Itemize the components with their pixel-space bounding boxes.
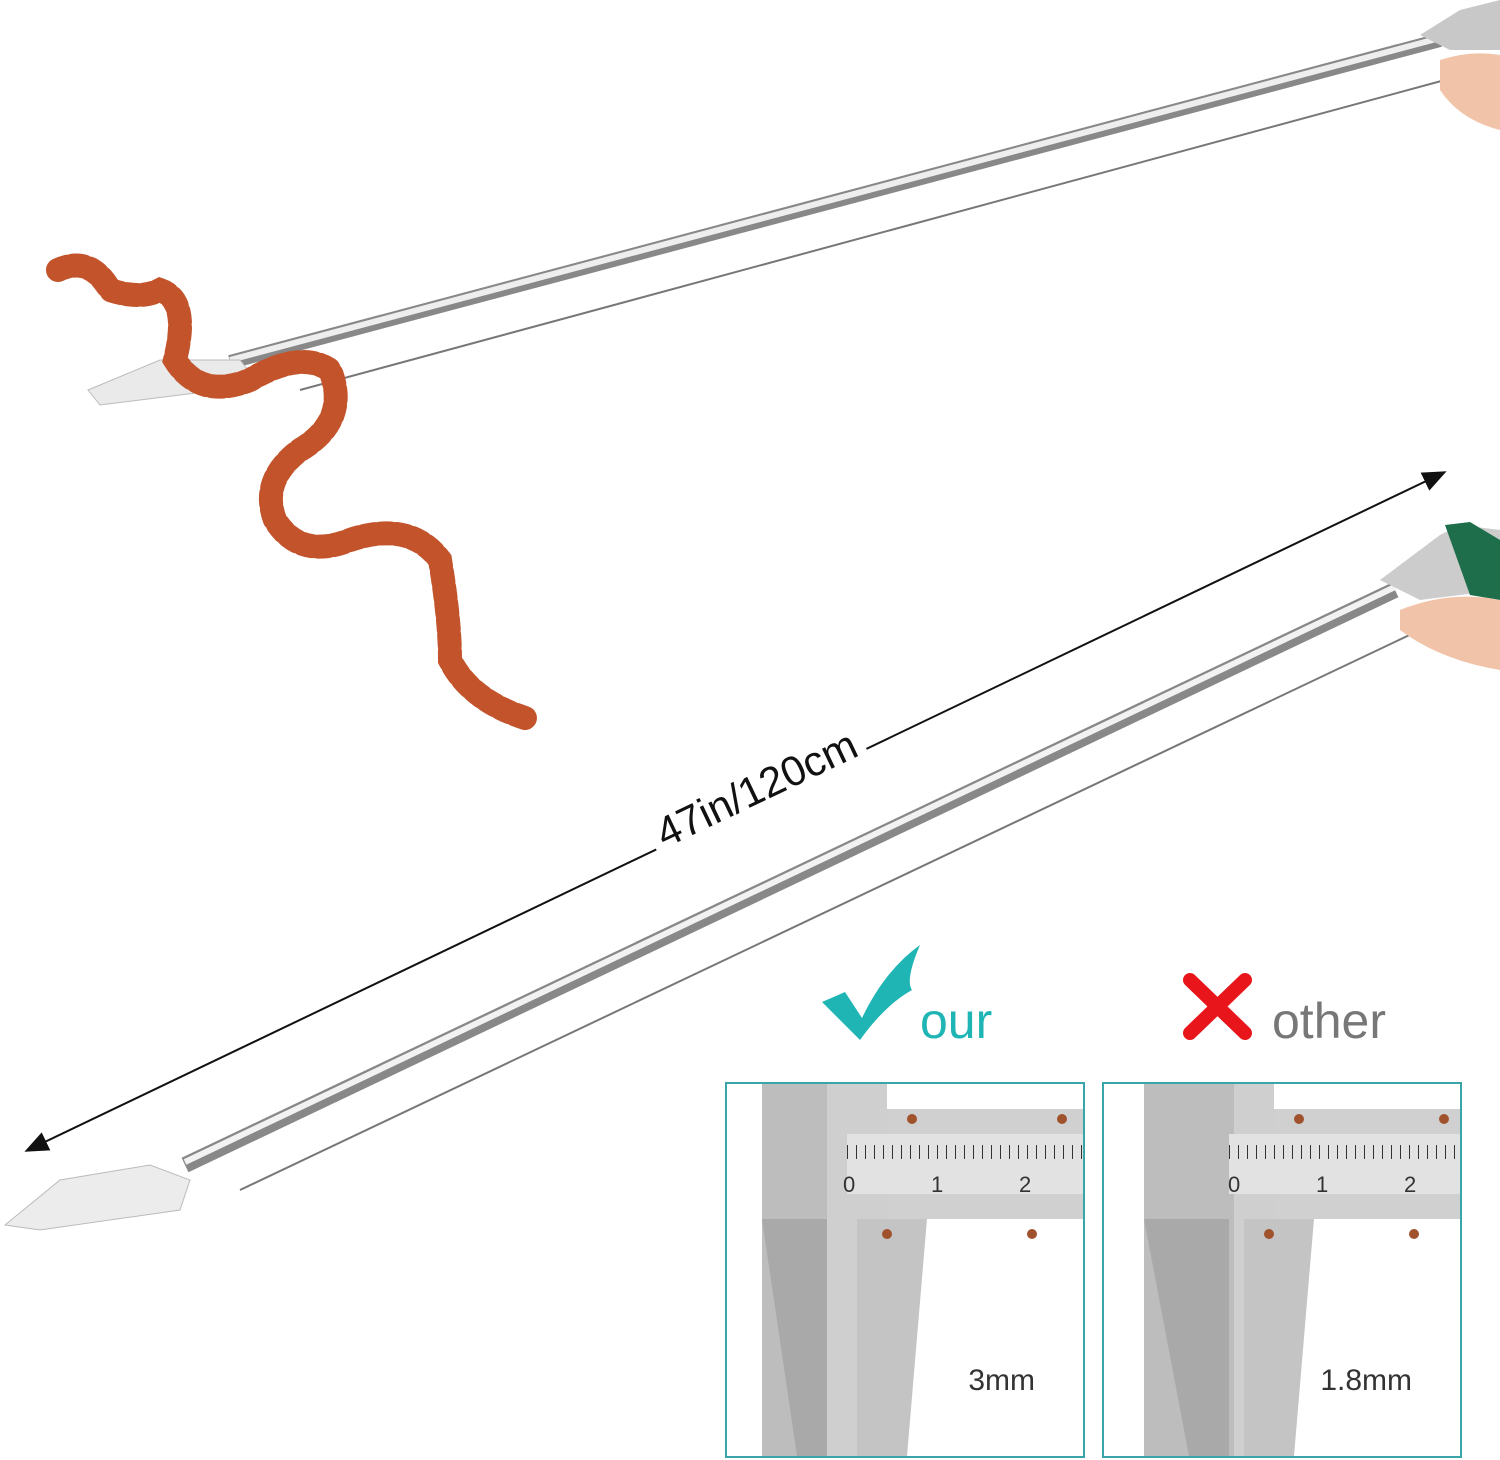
check-icon	[822, 945, 920, 1040]
caliper-other: 1.8mm	[1102, 1082, 1462, 1458]
caliper-our: 3mm	[725, 1082, 1085, 1458]
our-label: our	[920, 993, 993, 1049]
scale-tick: 1	[931, 1172, 944, 1197]
scale-tick: 0	[1228, 1172, 1241, 1197]
hand	[1400, 596, 1500, 670]
cross-icon	[1183, 973, 1252, 1040]
snake-tong-top	[87, 0, 1500, 406]
scale-tick: 2	[1019, 1172, 1032, 1197]
hand	[1440, 53, 1500, 131]
scale-tick: 0	[843, 1172, 856, 1197]
scale-tick: 1	[1316, 1172, 1329, 1197]
snake	[46, 253, 537, 730]
thickness-our: 3mm	[968, 1364, 1035, 1397]
other-label: other	[1272, 993, 1386, 1049]
scale-tick: 2	[1404, 1172, 1417, 1197]
thickness-other: 1.8mm	[1320, 1364, 1412, 1397]
